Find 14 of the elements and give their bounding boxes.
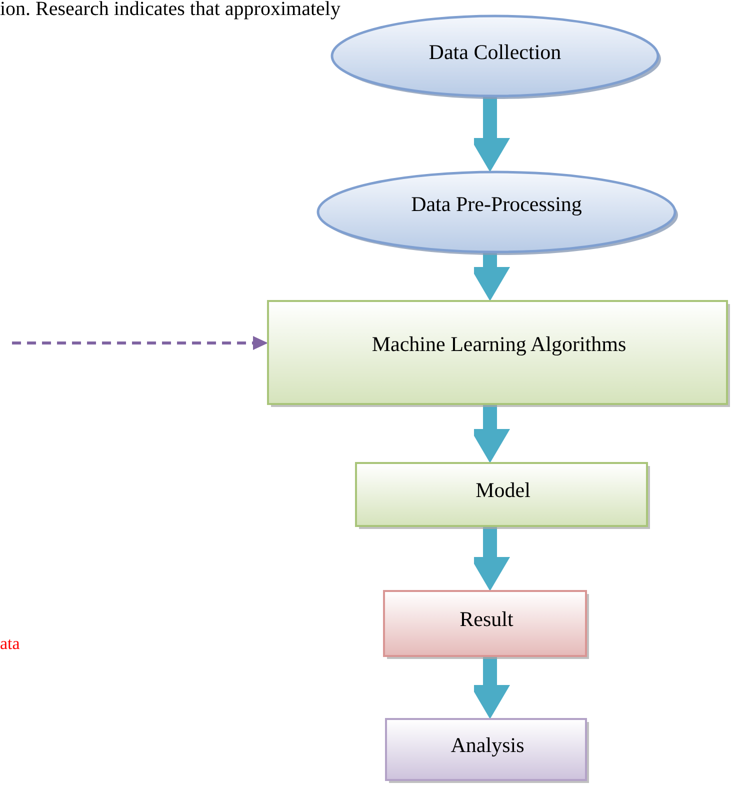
process-ellipse <box>314 168 679 256</box>
process-box <box>385 718 590 784</box>
node-label: Data Pre-Processing <box>411 192 582 216</box>
node-label: Result <box>460 606 514 632</box>
body-text: ion. Research indicates that approximately <box>0 0 340 21</box>
node-label: Model <box>476 478 530 502</box>
dashed-arrow <box>12 336 268 350</box>
process-box <box>383 590 590 660</box>
text-fragment: ata <box>0 634 20 654</box>
node-label: Analysis <box>450 732 524 758</box>
node-label: Data Collection <box>428 40 562 64</box>
node-label: Machine Learning Algorithms <box>372 332 626 356</box>
process-box <box>355 462 651 530</box>
process-box <box>267 300 731 408</box>
